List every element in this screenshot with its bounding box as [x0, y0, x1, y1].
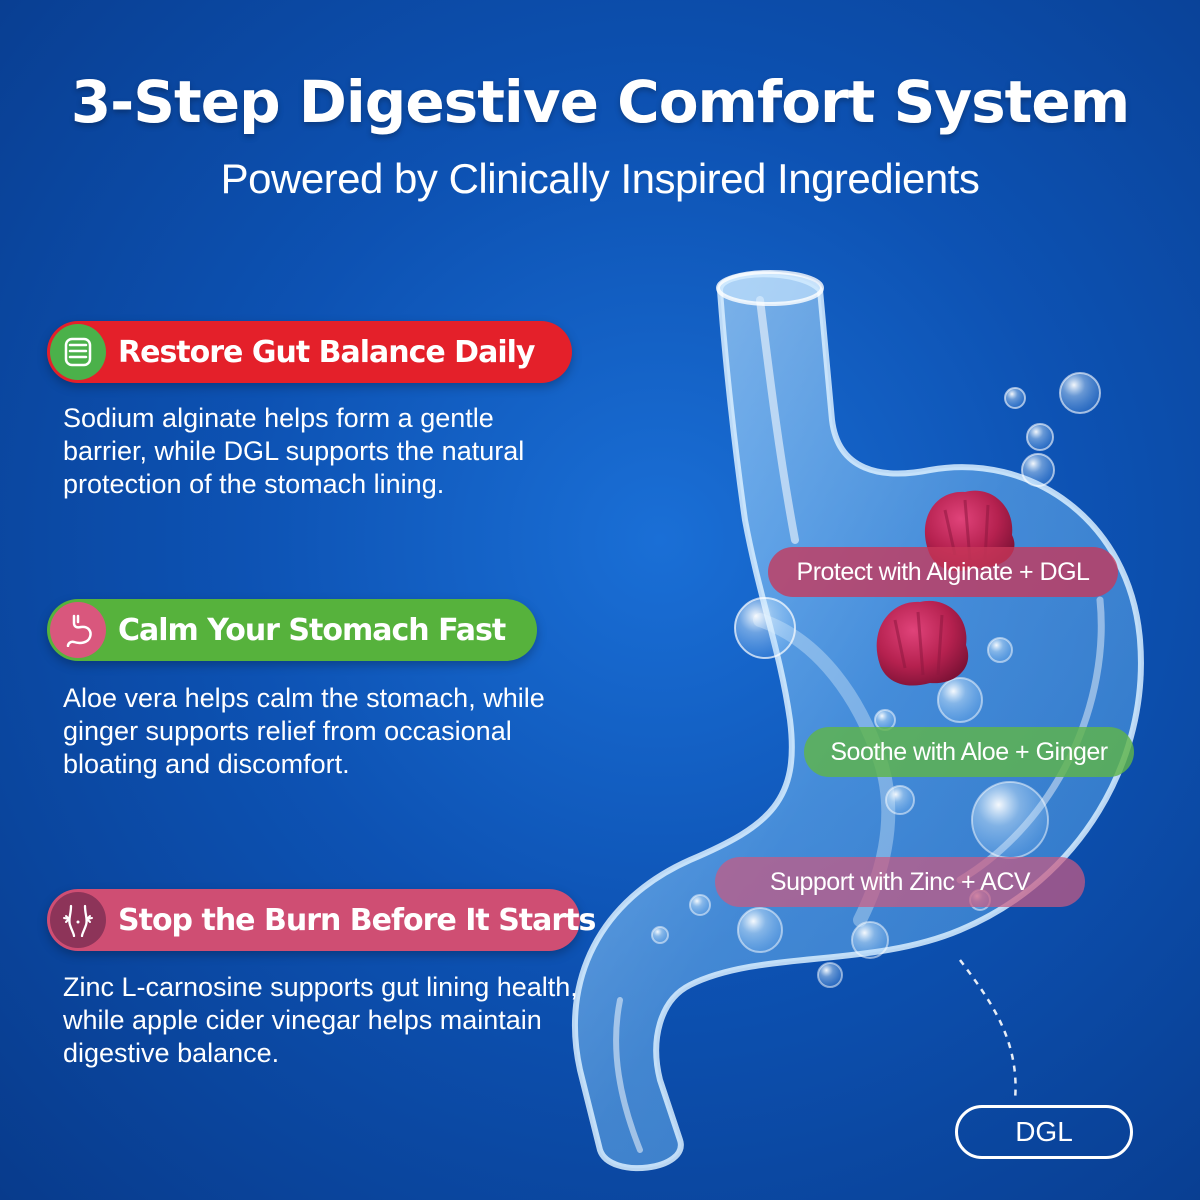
intestine-icon — [50, 324, 106, 380]
tag-protect: Protect with Alginate + DGL — [768, 547, 1118, 597]
step-1-label: Restore Gut Balance Daily — [118, 334, 535, 370]
gummy-bottom — [876, 600, 969, 686]
bubbles — [651, 372, 1101, 988]
stomach-icon — [50, 602, 106, 658]
step-3-pill: Stop the Burn Before It Starts — [47, 889, 596, 951]
step-2-text: Aloe vera helps calm the stomach, while … — [63, 683, 545, 779]
step-3-label: Stop the Burn Before It Starts — [118, 902, 596, 938]
tag-soothe: Soothe with Aloe + Ginger — [804, 727, 1134, 777]
step-3-text: Zinc L-carnosine supports gut lining hea… — [63, 972, 578, 1068]
step-1-text: Sodium alginate helps form a gentle barr… — [63, 403, 525, 499]
stomach-shape — [571, 271, 1144, 1172]
step-1-pill: Restore Gut Balance Daily — [47, 321, 572, 383]
callout-line — [958, 959, 1017, 1101]
torso-icon — [50, 892, 106, 948]
page-subtitle: Powered by Clinically Inspired Ingredien… — [220, 155, 980, 202]
step-2-label: Calm Your Stomach Fast — [118, 612, 506, 648]
dgl-callout: DGL — [955, 1105, 1133, 1159]
tag-support: Support with Zinc + ACV — [715, 857, 1085, 907]
page-title: 3-Step Digestive Comfort System — [70, 68, 1130, 136]
step-2-pill: Calm Your Stomach Fast — [47, 599, 537, 661]
